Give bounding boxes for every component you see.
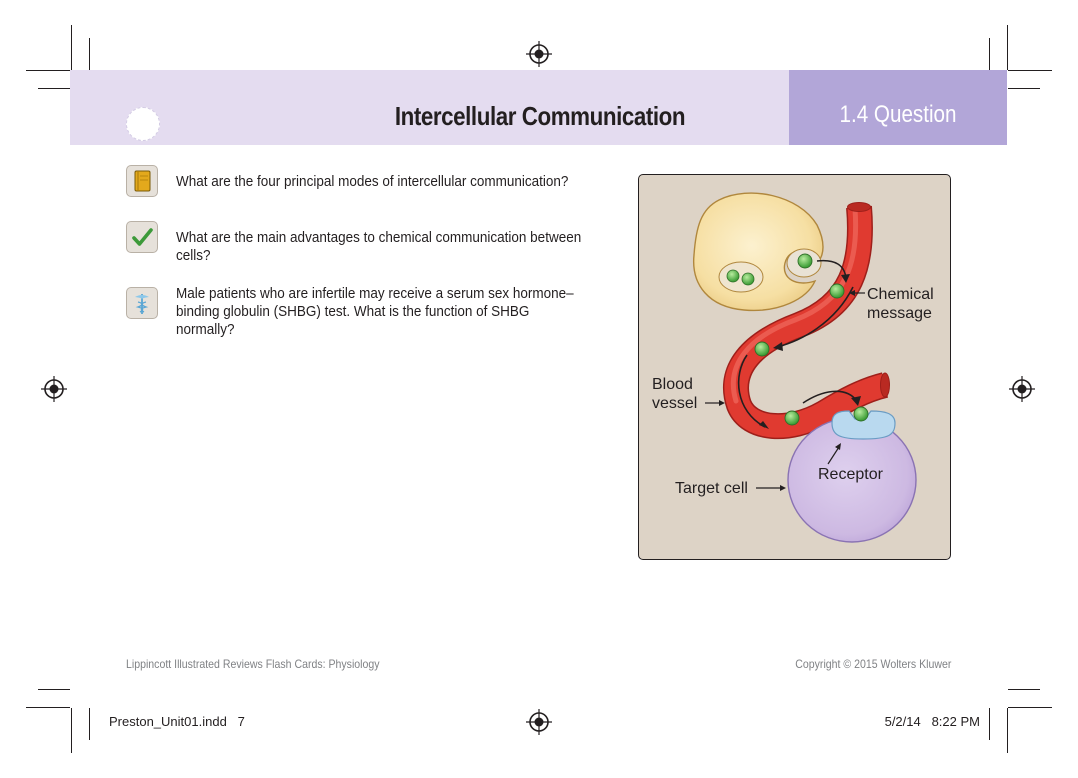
footer-copyright: Copyright © 2015 Wolters Kluwer <box>794 657 951 671</box>
crop-mark <box>1007 708 1008 753</box>
crop-mark <box>89 708 90 740</box>
receptor <box>831 410 896 440</box>
crop-mark <box>989 708 990 740</box>
receptor-label: Receptor <box>818 466 883 483</box>
registration-mark-icon <box>526 41 552 67</box>
caduceus-icon <box>126 287 158 319</box>
chemical-molecule <box>784 410 800 426</box>
crop-mark <box>1008 689 1040 690</box>
registration-mark-icon <box>1009 376 1035 402</box>
question-text: What are the four principal modes of int… <box>176 173 569 190</box>
registration-mark-icon <box>526 709 552 735</box>
crop-mark <box>1008 707 1052 708</box>
crop-mark <box>1008 88 1040 89</box>
card-tag: 1.4 Question <box>839 101 957 128</box>
checkmark-icon <box>126 221 158 253</box>
crop-mark <box>38 689 70 690</box>
notebook-icon <box>126 165 158 197</box>
crop-mark <box>89 38 90 70</box>
chemical-molecule <box>754 341 770 357</box>
vessel-label: vessel <box>652 395 698 412</box>
slug-date: 5/2/14 8:22 PM <box>884 714 980 729</box>
crop-mark <box>26 70 70 71</box>
crop-mark <box>1007 25 1008 70</box>
chemical-molecule <box>853 406 869 422</box>
crop-mark <box>71 25 72 70</box>
endocrine-signaling-figure: Chemical message Blood vessel Receptor T… <box>638 174 951 560</box>
card-tag-band <box>789 70 1007 145</box>
question-text: Male patients who are infertile may rece… <box>176 285 574 338</box>
message-label: message <box>867 305 932 322</box>
footer-book-title: Lippincott Illustrated Reviews Flash Car… <box>126 657 380 671</box>
crop-mark <box>71 708 72 753</box>
chemical-label: Chemical <box>867 286 934 303</box>
chemical-molecule <box>797 253 813 269</box>
header-circle-icon <box>126 107 160 141</box>
blood-label: Blood <box>652 376 693 393</box>
crop-mark <box>1008 70 1052 71</box>
crop-mark <box>989 38 990 70</box>
registration-mark-icon <box>41 376 67 402</box>
target-cell-label: Target cell <box>675 480 748 497</box>
question-text: What are the main advantages to chemical… <box>176 229 582 264</box>
chemical-molecule <box>829 283 845 299</box>
crop-mark <box>26 707 70 708</box>
crop-mark <box>38 88 70 89</box>
card-title: Intercellular Communication <box>394 101 686 131</box>
slug-file-name: Preston_Unit01.indd 7 <box>109 714 245 729</box>
